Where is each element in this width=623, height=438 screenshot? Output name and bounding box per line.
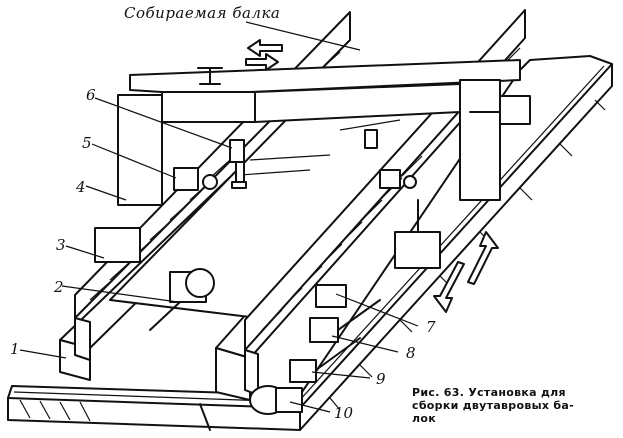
caption-line-1: Рис. 63. Установка для xyxy=(412,386,566,399)
callout-2: 2 xyxy=(53,278,64,296)
longitudinal-arrows xyxy=(433,231,499,313)
caption-line-3: лок xyxy=(412,412,436,425)
traverse-arrows xyxy=(245,39,283,71)
caption-line-2: сборки двутавровых ба- xyxy=(412,399,574,412)
gantry-portal xyxy=(94,59,521,269)
clamp-7 xyxy=(315,284,347,308)
callout-4: 4 xyxy=(75,178,86,196)
figure-caption: Рис. 63. Установка для сборки двутавровы… xyxy=(412,386,622,425)
callout-7: 7 xyxy=(426,318,436,336)
callout-numbers: 1 2 3 4 5 6 7 8 9 10 xyxy=(10,86,436,422)
clamp-8 xyxy=(309,317,339,343)
callout-5: 5 xyxy=(82,134,92,152)
clamp-9 xyxy=(289,359,317,383)
base-frame xyxy=(7,55,613,431)
callout-3: 3 xyxy=(56,236,66,254)
assembled-beam-label: Собираемая балка xyxy=(124,4,280,22)
vertical-clamps xyxy=(229,129,378,189)
top-handwheel xyxy=(197,67,223,85)
carriage-block xyxy=(161,91,256,123)
leader-lines xyxy=(19,21,419,413)
side-clamps xyxy=(173,95,531,191)
callout-10: 10 xyxy=(334,404,354,422)
welding-head xyxy=(149,268,215,331)
callout-8: 8 xyxy=(406,344,416,362)
callout-6: 6 xyxy=(86,86,96,104)
callout-9: 9 xyxy=(376,370,386,388)
lower-assemblies xyxy=(249,284,381,415)
callout-1: 1 xyxy=(10,340,20,358)
